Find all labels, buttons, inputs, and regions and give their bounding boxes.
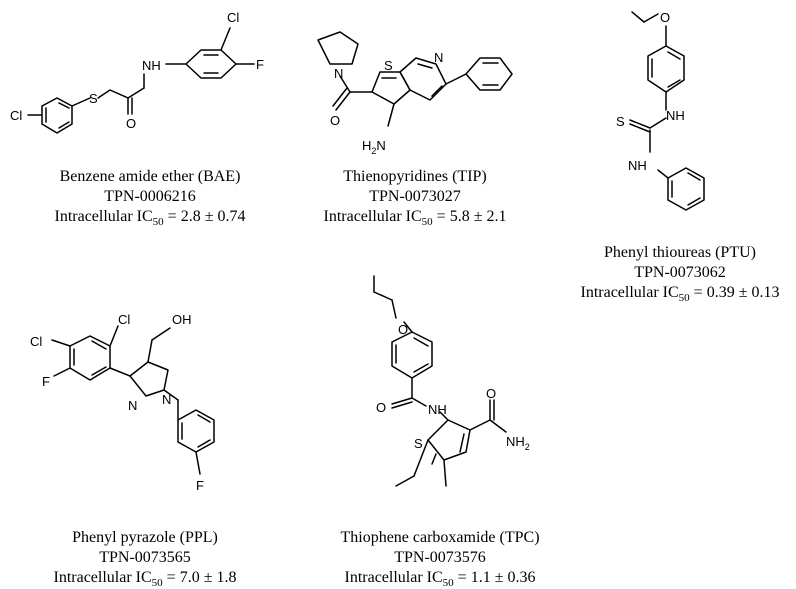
compound-id: TPN-0073027 [369,188,461,205]
atom-nh2: NH2 [506,434,530,452]
compound-name: Thienopyridines (TIP) [343,168,487,185]
ic50-line: Intracellular IC50 = 7.0 ± 1.8 [53,569,237,589]
compound-id: TPN-0073062 [634,264,726,281]
atom-s: S [414,436,423,451]
ic50-line: Intracellular IC50 = 0.39 ± 0.13 [580,284,780,305]
compound-id: TPN-0073565 [99,549,191,566]
structure-ptu: O S NH NH [616,10,705,211]
atom-o: O [660,10,670,25]
atom-cl: Cl [30,334,42,349]
compound-name: Benzene amide ether (BAE) [59,168,241,185]
compound-name: Thiophene carboxamide (TPC) [340,529,540,546]
atom-nh: NH [666,108,685,123]
atom-o: O [486,386,496,401]
structure-ppl: Cl Cl F OH N N F [30,312,215,493]
ic50-line: Intracellular IC50 = 5.8 ± 2.1 [323,208,507,229]
compound-id: TPN-0073576 [394,549,486,566]
atom-s: S [616,114,625,129]
atom-o: O [126,116,136,131]
atom-s: S [384,58,393,73]
caption-ptu: Phenyl thioureas (PTU) TPN-0073062 Intra… [566,243,794,305]
compound-name: Phenyl pyrazole (PPL) [72,529,218,546]
atom-n: N [434,50,443,65]
atom-nh: NH [628,158,647,173]
atom-oh: OH [172,312,192,327]
atom-o: O [330,113,340,128]
atom-f: F [196,478,204,493]
ic50-line: Intracellular IC50 = 1.1 ± 0.36 [344,569,536,589]
structure-bae: Cl S O NH Cl F [10,10,264,134]
ic50-line: Intracellular IC50 = 2.8 ± 0.74 [54,208,246,229]
caption-tip: Thienopyridines (TIP) TPN-0073027 Intrac… [290,167,540,229]
atom-n: N [128,398,137,413]
atom-cl: Cl [227,10,239,25]
structure-tpc: O O NH S O NH2 [373,275,530,487]
atom-f: F [42,374,50,389]
atom-f: F [256,57,264,72]
compound-id: TPN-0006216 [104,188,196,205]
structure-tip: N O S N H2N [317,31,513,156]
caption-tpc: Thiophene carboxamide (TPC) TPN-0073576 … [310,528,570,589]
atom-s: S [89,91,98,106]
atom-o: O [376,400,386,415]
caption-ppl: Phenyl pyrazole (PPL) TPN-0073565 Intrac… [20,528,270,589]
atom-nh: NH [142,58,161,73]
caption-bae: Benzene amide ether (BAE) TPN-0006216 In… [20,167,280,229]
atom-o: O [398,322,408,337]
atom-cl: Cl [10,108,22,123]
atom-n: N [162,392,171,407]
atom-n: N [334,66,343,81]
compound-name: Phenyl thioureas (PTU) [604,244,756,261]
atom-nh: NH [428,402,447,417]
atom-cl: Cl [118,312,130,327]
atom-amine: H2N [362,138,386,156]
